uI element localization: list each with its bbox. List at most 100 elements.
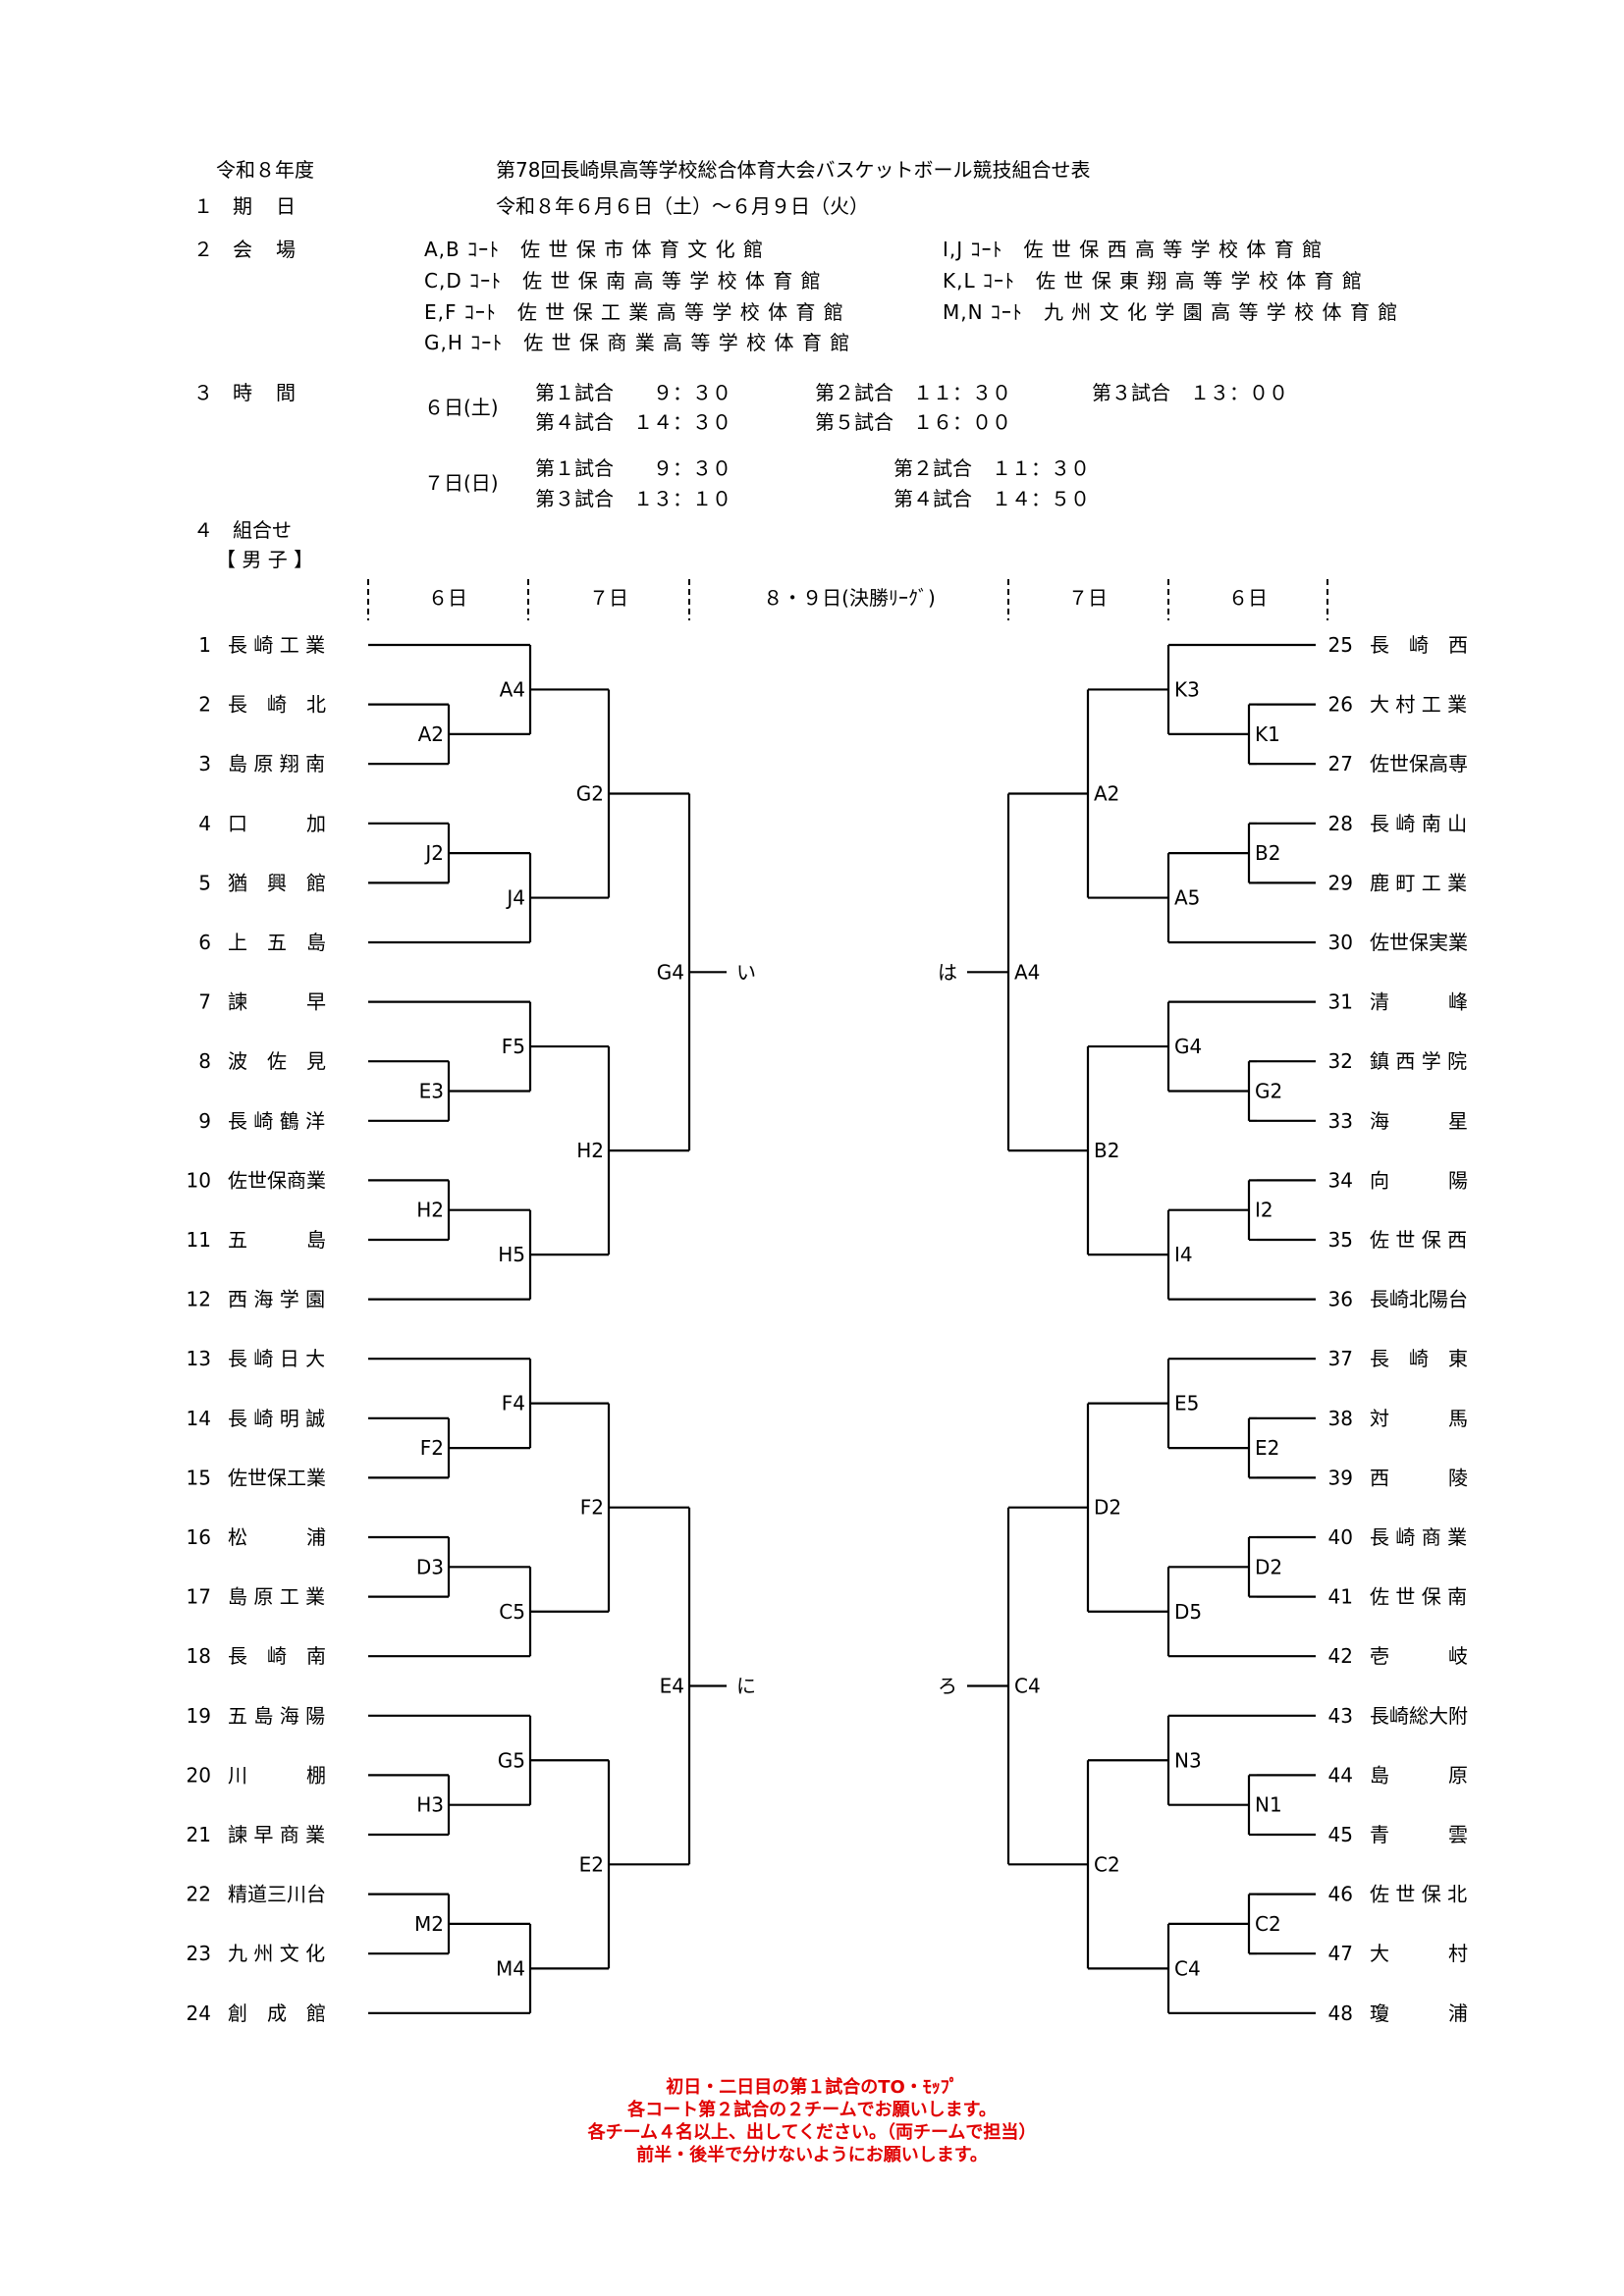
team-number: 32 — [1328, 1049, 1353, 1073]
tournament-dates: 令和８年６月６日（土）～６月９日（火） — [496, 194, 869, 218]
team-number: 12 — [187, 1288, 211, 1311]
team-name: 壱 岐 — [1370, 1644, 1468, 1668]
final-code: A4 — [1014, 960, 1040, 984]
column-header: ６日 — [428, 586, 467, 610]
item-label: 会 場 — [233, 238, 298, 261]
team-number: 22 — [187, 1883, 211, 1906]
team-name: 大 村 — [1370, 1942, 1468, 1965]
venue-kl: K,L ｺｰﾄ 佐 世 保 東 翔 高 等 学 校 体 育 館 — [943, 269, 1363, 293]
gender-label: 【 男 子 】 — [216, 548, 314, 571]
team-name: 口 加 — [228, 812, 326, 835]
team-name: 西 海 学 園 — [228, 1288, 325, 1311]
team-name: 九 州 文 化 — [228, 1942, 325, 1965]
schedule-day6-r1c3: 第３試合 １３：００ — [1092, 381, 1288, 404]
team-number: 47 — [1328, 1942, 1353, 1965]
match-code: G5 — [498, 1748, 525, 1772]
team-number: 42 — [1328, 1644, 1353, 1668]
venue-mn: M,N ｺｰﾄ 九 州 文 化 学 園 高 等 学 校 体 育 館 — [943, 300, 1399, 324]
match-code: E3 — [419, 1080, 444, 1103]
match-code: F4 — [502, 1392, 525, 1415]
match-code: A4 — [500, 677, 525, 701]
team-number: 11 — [187, 1228, 211, 1252]
match-code: H2 — [416, 1199, 444, 1222]
team-name: 佐 世 保 西 — [1370, 1228, 1467, 1252]
team-name: 鹿 町 工 業 — [1370, 871, 1467, 894]
team-name: 瓊 浦 — [1370, 2002, 1468, 2025]
team-name: 五 島 — [228, 1228, 326, 1252]
match-code: E5 — [1174, 1392, 1199, 1415]
team-number: 41 — [1328, 1585, 1353, 1609]
team-number: 30 — [1328, 931, 1353, 954]
team-number: 7 — [198, 990, 211, 1014]
team-name: 向 陽 — [1370, 1168, 1468, 1192]
year-label: 令和８年度 — [216, 158, 314, 182]
page-title: 第78回長崎県高等学校総合体育大会バスケットボール競技組合せ表 — [496, 158, 1091, 182]
match-code: H3 — [416, 1793, 444, 1817]
team-number: 27 — [1328, 752, 1353, 775]
item-time: ３ 時 間 — [193, 383, 298, 402]
team-number: 36 — [1328, 1288, 1353, 1311]
match-code: N1 — [1255, 1793, 1282, 1817]
team-number: 33 — [1328, 1109, 1353, 1133]
team-number: 13 — [187, 1347, 211, 1370]
team-name: 佐世保実業 — [1370, 931, 1468, 954]
team-name: 西 陵 — [1370, 1466, 1468, 1489]
match-code: M4 — [496, 1956, 525, 1980]
team-name: 長 崎 鶴 洋 — [228, 1109, 325, 1133]
team-name: 長 崎 南 — [228, 1644, 326, 1668]
schedule-day6-r1c2: 第２試合 １１：３０ — [815, 381, 1011, 404]
match-code: C4 — [1174, 1956, 1201, 1980]
schedule-day6-r1c1: 第１試合 ９：３０ — [535, 381, 731, 404]
team-number: 8 — [198, 1049, 211, 1073]
match-code: G4 — [1174, 1035, 1202, 1058]
team-number: 29 — [1328, 871, 1353, 894]
schedule-day7-r1c1: 第１試合 ９：３０ — [535, 456, 731, 480]
team-name: 長 崎 西 — [1370, 633, 1468, 657]
notice-block: 初日・二日目の第１試合のTO・ﾓｯﾌﾟ 各コート第２試合の２チームでお願いします… — [0, 2076, 1624, 2166]
team-name: 佐世保高専 — [1370, 752, 1468, 775]
venue-ab: A,B ｺｰﾄ 佐 世 保 市 体 育 文 化 館 — [424, 238, 764, 261]
schedule-day7-r1c2: 第２試合 １１：３０ — [893, 456, 1090, 480]
match-code: N3 — [1174, 1748, 1202, 1772]
team-name: 長崎総大附 — [1370, 1704, 1468, 1728]
schedule-day6-r2c1: 第４試合 １４：３０ — [535, 410, 731, 434]
team-name: 長 崎 工 業 — [228, 633, 325, 657]
team-name: 海 星 — [1370, 1109, 1468, 1133]
team-name: 長 崎 東 — [1370, 1347, 1468, 1370]
notice-line: 初日・二日目の第１試合のTO・ﾓｯﾌﾟ — [666, 2077, 958, 2098]
column-header: ７日 — [1068, 586, 1108, 610]
team-number: 23 — [187, 1942, 211, 1965]
team-number: 31 — [1328, 990, 1353, 1014]
schedule-day7-label: ７日(日) — [424, 471, 499, 495]
team-name: 島 原 — [1370, 1763, 1468, 1787]
team-number: 14 — [187, 1407, 211, 1430]
match-code: D2 — [1094, 1496, 1121, 1520]
venue-ij: I,J ｺｰﾄ 佐 世 保 西 高 等 学 校 体 育 館 — [943, 238, 1324, 261]
column-header: ６日 — [1228, 586, 1268, 610]
team-number: 43 — [1328, 1704, 1353, 1728]
match-code: H5 — [498, 1243, 525, 1266]
team-name: 佐 世 保 北 — [1370, 1883, 1467, 1906]
final-code: C4 — [1014, 1675, 1041, 1698]
match-code: H2 — [576, 1139, 604, 1162]
match-code: E2 — [1255, 1436, 1279, 1460]
team-number: 20 — [187, 1763, 211, 1787]
team-number: 18 — [187, 1644, 211, 1668]
team-number: 2 — [198, 693, 211, 717]
team-name: 鎮 西 学 院 — [1370, 1049, 1467, 1073]
item-number: ４ — [193, 518, 213, 542]
column-header: ８・９日(決勝ﾘｰｸﾞ) — [763, 586, 936, 610]
team-name: 長崎北陽台 — [1370, 1288, 1468, 1311]
item-bracket: ４ 組合せ — [193, 520, 292, 540]
team-name: 諫 早 — [228, 990, 326, 1014]
match-code: D2 — [1255, 1555, 1282, 1578]
match-code: I4 — [1174, 1243, 1193, 1266]
item-label: 組合せ — [233, 518, 292, 542]
item-number: ２ — [193, 238, 213, 261]
match-code: C5 — [499, 1600, 525, 1624]
match-code: F2 — [580, 1496, 604, 1520]
team-number: 3 — [198, 752, 211, 775]
final-label: ろ — [938, 1675, 957, 1698]
team-number: 38 — [1328, 1407, 1353, 1430]
team-number: 4 — [198, 812, 211, 835]
